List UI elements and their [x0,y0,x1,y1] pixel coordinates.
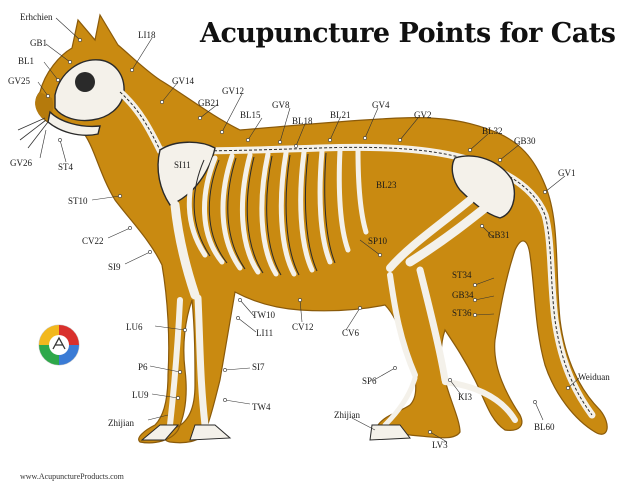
point-label-weiduan: Weiduan [578,372,610,382]
point-label-gv25: GV25 [8,76,30,86]
point-label-tw10: TW10 [252,310,275,320]
point-label-st34: ST34 [452,270,472,280]
point-label-si7: SI7 [252,362,265,372]
point-label-gb31: GB31 [488,230,510,240]
point-label-sp6: SP6 [362,376,377,386]
point-label-ki3: KI3 [458,392,472,402]
point-label-li18: LI18 [138,30,156,40]
point-label-si9: SI9 [108,262,121,272]
front-paw-near [190,425,230,440]
point-label-bl23: BL23 [376,180,397,190]
acupuncture-products-logo [36,322,82,368]
point-label-gv26: GV26 [10,158,32,168]
point-label-st36: ST36 [452,308,472,318]
point-label-bl21: BL21 [330,110,351,120]
footer-url: www.AcupunctureProducts.com [20,472,124,481]
point-label-lv3: LV3 [432,440,448,450]
point-label-gb34: GB34 [452,290,474,300]
point-label-bl1: BL1 [18,56,34,66]
point-label-st4: ST4 [58,162,73,172]
point-label-sp10: SP10 [368,236,387,246]
point-label-erhchien: Erhchien [20,12,52,22]
point-label-gv2: GV2 [414,110,432,120]
point-label-st10: ST10 [68,196,88,206]
point-label-cv6: CV6 [342,328,359,338]
point-label-p6: P6 [138,362,148,372]
whiskers [18,118,48,148]
point-label-gv12: GV12 [222,86,244,96]
point-label-lu9: LU9 [132,390,149,400]
point-label-cv12: CV12 [292,322,314,332]
point-label-lu6: LU6 [126,322,143,332]
point-label-gb1: GB1 [30,38,47,48]
point-label-gv8: GV8 [272,100,290,110]
point-label-tw4: TW4 [252,402,271,412]
point-label-gv4: GV4 [372,100,390,110]
point-label-bl18: BL18 [292,116,313,126]
point-label-gv14: GV14 [172,76,194,86]
point-label-gb30: GB30 [514,136,536,146]
point-label-zhijian-front: Zhijian [108,418,134,428]
chart-title: Acupuncture Points for Cats [200,18,615,49]
eye-orbit [75,72,95,92]
point-label-bl60: BL60 [534,422,555,432]
point-label-si11: SI11 [174,160,191,170]
point-label-bl32: BL32 [482,126,503,136]
point-label-gb21: GB21 [198,98,220,108]
point-label-gv1: GV1 [558,168,576,178]
point-label-zhijian-hind: Zhijian [334,410,360,420]
point-label-bl15: BL15 [240,110,261,120]
point-label-cv22: CV22 [82,236,104,246]
point-label-li11: LI11 [256,328,273,338]
